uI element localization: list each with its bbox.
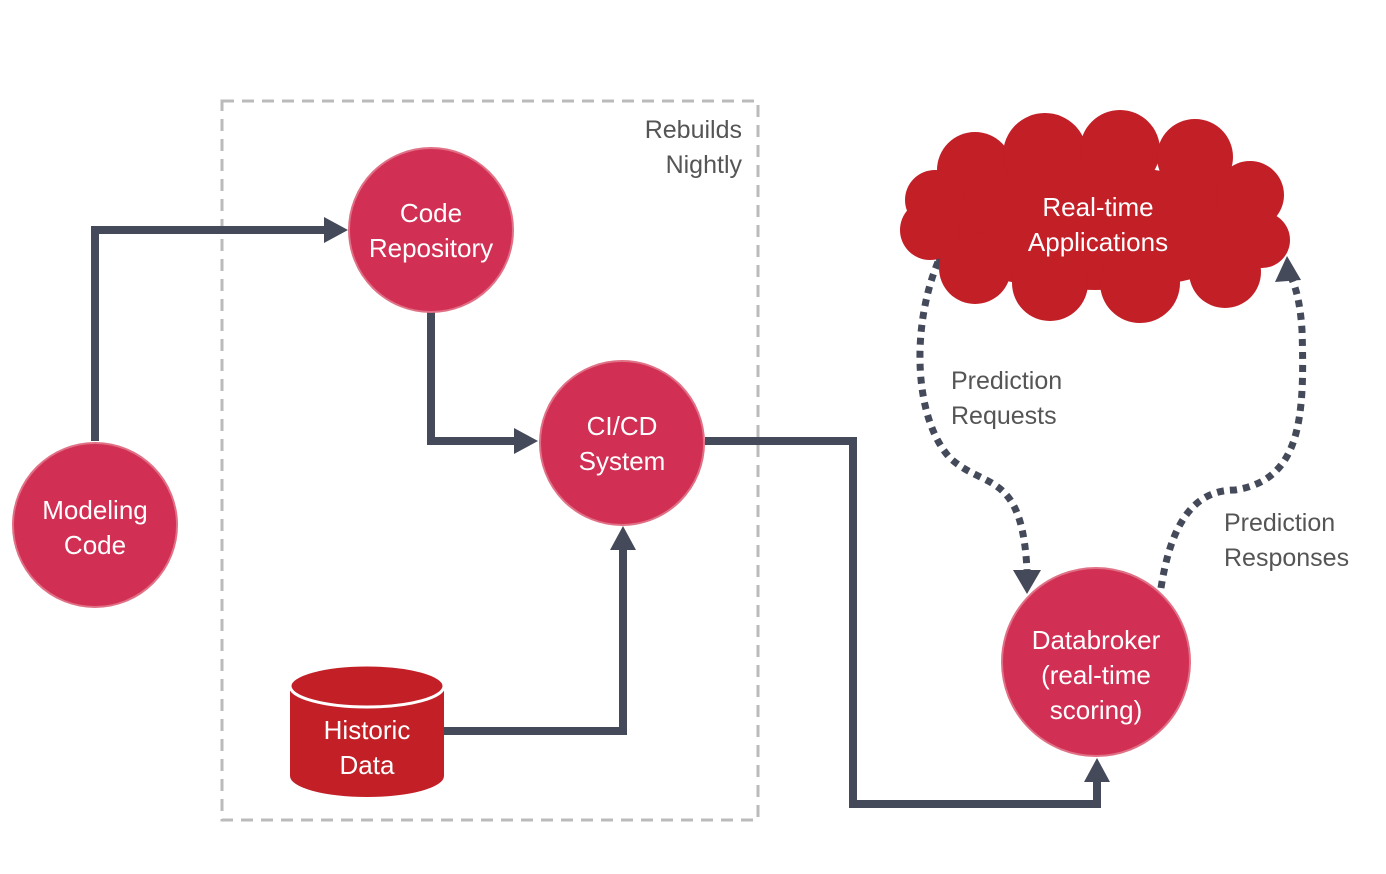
nightly-rebuild-boundary — [220, 99, 760, 822]
databroker-label-line1: Databroker — [1032, 625, 1161, 655]
arrow-prediction-requests — [916, 260, 1031, 571]
realtime-apps-label-line2: Applications — [1028, 227, 1168, 257]
boundary-label-line2: Nightly — [666, 151, 743, 179]
modeling-code-label-line1: Modeling — [42, 495, 148, 525]
node-historic-data: Historic Data — [288, 663, 446, 797]
node-modeling-code: Modeling Code — [12, 442, 178, 608]
historic-data-label-line2: Data — [340, 750, 395, 780]
prediction-responses-label-line1: Prediction — [1224, 509, 1335, 537]
arrowhead-requests — [1013, 570, 1041, 594]
realtime-apps-label-line1: Real-time — [1042, 192, 1153, 222]
node-code-repository: Code Repository — [348, 147, 514, 313]
node-databroker: Databroker (real-time scoring) — [1001, 567, 1191, 757]
arrow-modeling-to-repository — [91, 226, 324, 441]
arrow-cicd-to-databroker — [705, 437, 1101, 808]
databroker-label-line2: (real-time — [1041, 660, 1151, 690]
code-repository-label-line1: Code — [400, 198, 462, 228]
arrow-prediction-responses — [1157, 273, 1307, 589]
databroker-label-line3: scoring) — [1050, 695, 1142, 725]
historic-data-label-line1: Historic — [324, 715, 411, 745]
cicd-system-label-line2: System — [579, 446, 666, 476]
arrowhead-responses — [1275, 256, 1301, 282]
cicd-system-label-line1: CI/CD — [587, 411, 658, 441]
arrow-historic-to-cicd — [444, 548, 627, 735]
modeling-code-label-line2: Code — [64, 530, 126, 560]
prediction-responses-label-line2: Responses — [1224, 544, 1349, 572]
prediction-requests-label-line2: Requests — [951, 402, 1057, 430]
node-cicd-system: CI/CD System — [539, 360, 705, 526]
node-realtime-applications-cloud: Real-time Applications — [900, 110, 1290, 323]
code-repository-label-line2: Repository — [369, 233, 493, 263]
arrow-repository-to-cicd — [427, 312, 516, 445]
boundary-label-line1: Rebuilds — [645, 116, 742, 144]
prediction-requests-label-line1: Prediction — [951, 367, 1062, 395]
